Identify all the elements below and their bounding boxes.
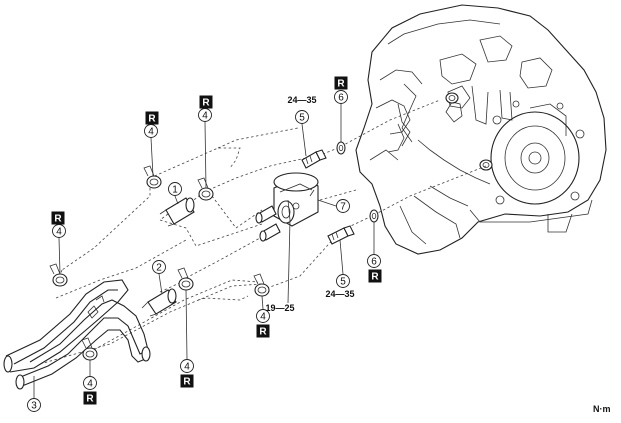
callout-4: 4 xyxy=(83,376,97,390)
callout-number: 4 xyxy=(184,362,190,373)
oil-cooler xyxy=(255,172,319,242)
case-port-upper xyxy=(445,92,459,104)
clamp xyxy=(177,267,194,291)
callout-circle xyxy=(334,90,348,104)
callout-number: 4 xyxy=(87,379,93,390)
replace-marker-box xyxy=(199,95,213,109)
callout-number: 4 xyxy=(56,227,62,238)
callout-5: 5 xyxy=(336,274,350,288)
callout-6: 6 xyxy=(367,254,381,268)
leader-lines xyxy=(33,104,375,398)
callout-number: 2 xyxy=(156,263,162,274)
callout-4: 4 xyxy=(144,124,158,138)
replace-marker-box xyxy=(51,211,65,225)
callout-circle xyxy=(336,274,350,288)
case-port-lower xyxy=(479,159,493,171)
replace-marker-box xyxy=(368,269,382,283)
replace-marker: R xyxy=(51,211,65,225)
clamp xyxy=(49,263,68,287)
replace-marker: R xyxy=(180,374,194,388)
hose-part-1 xyxy=(159,197,195,227)
callout-circle xyxy=(27,398,41,412)
bolt-upper xyxy=(301,149,327,169)
callout-5: 5 xyxy=(295,110,309,124)
callout-number: 3 xyxy=(31,401,37,412)
replace-marker-box xyxy=(334,76,348,90)
replace-marker-letter: R xyxy=(371,272,379,283)
callout-layer: 1 2 3 4 4 4 4 4 4 5 5 6 6 7 xyxy=(27,90,381,412)
clamp xyxy=(253,273,270,297)
callout-number: 6 xyxy=(338,93,344,104)
replace-marker-box xyxy=(180,374,194,388)
replace-marker: R xyxy=(145,111,159,125)
replace-marker: R xyxy=(368,269,382,283)
callout-number: 6 xyxy=(371,257,377,268)
callout-number: 4 xyxy=(202,111,208,122)
replace-marker-letter: R xyxy=(54,214,62,225)
replace-marker: R xyxy=(256,324,270,338)
torque-spec: 24—35 xyxy=(325,289,354,299)
replace-marker-layer: R R R R R R R R xyxy=(51,76,382,405)
callout-circle xyxy=(295,110,309,124)
torque-layer: 24—35 24—35 19—25 xyxy=(265,95,354,313)
callout-circle xyxy=(180,359,194,373)
replace-marker-letter: R xyxy=(86,394,94,405)
callout-7: 7 xyxy=(336,199,350,213)
replace-marker-letter: R xyxy=(259,327,267,338)
callout-2: 2 xyxy=(152,260,166,274)
callout-4: 4 xyxy=(256,309,270,323)
transaxle-case xyxy=(355,4,607,255)
callout-number: 4 xyxy=(260,312,266,323)
callout-circle xyxy=(152,260,166,274)
washer-upper xyxy=(336,141,346,155)
callout-circle xyxy=(168,182,182,196)
replace-marker-letter: R xyxy=(337,79,345,90)
replace-marker-box xyxy=(83,391,97,405)
hose-part-2 xyxy=(141,288,177,317)
replace-marker-letter: R xyxy=(148,114,156,125)
bolt-lower xyxy=(327,225,355,245)
replace-marker: R xyxy=(334,76,348,90)
callout-circle xyxy=(256,309,270,323)
assembly-guide-lines xyxy=(39,99,487,365)
torque-spec: 24—35 xyxy=(287,95,316,105)
replace-marker: R xyxy=(199,95,213,109)
replace-marker: R xyxy=(83,391,97,405)
replace-marker-box xyxy=(256,324,270,338)
callout-4: 4 xyxy=(180,359,194,373)
replace-marker-box xyxy=(145,111,159,125)
callout-number: 7 xyxy=(340,202,346,213)
unit-label: N·m xyxy=(593,404,611,414)
callout-3: 3 xyxy=(27,398,41,412)
callout-circle xyxy=(336,199,350,213)
callout-6: 6 xyxy=(334,90,348,104)
callout-number: 5 xyxy=(340,277,346,288)
clamp xyxy=(143,165,162,189)
replace-marker-letter: R xyxy=(202,98,210,109)
callout-1: 1 xyxy=(168,182,182,196)
callout-circle xyxy=(367,254,381,268)
replace-marker-letter: R xyxy=(183,377,191,388)
callout-number: 5 xyxy=(299,113,305,124)
callout-4: 4 xyxy=(198,108,212,122)
callout-number: 4 xyxy=(148,127,154,138)
washer-lower xyxy=(369,209,379,223)
callout-number: 1 xyxy=(172,185,178,196)
torque-spec: 19—25 xyxy=(265,303,294,313)
oil-hose-assembly xyxy=(3,279,151,390)
callout-4: 4 xyxy=(52,224,66,238)
callout-circle xyxy=(83,376,97,390)
